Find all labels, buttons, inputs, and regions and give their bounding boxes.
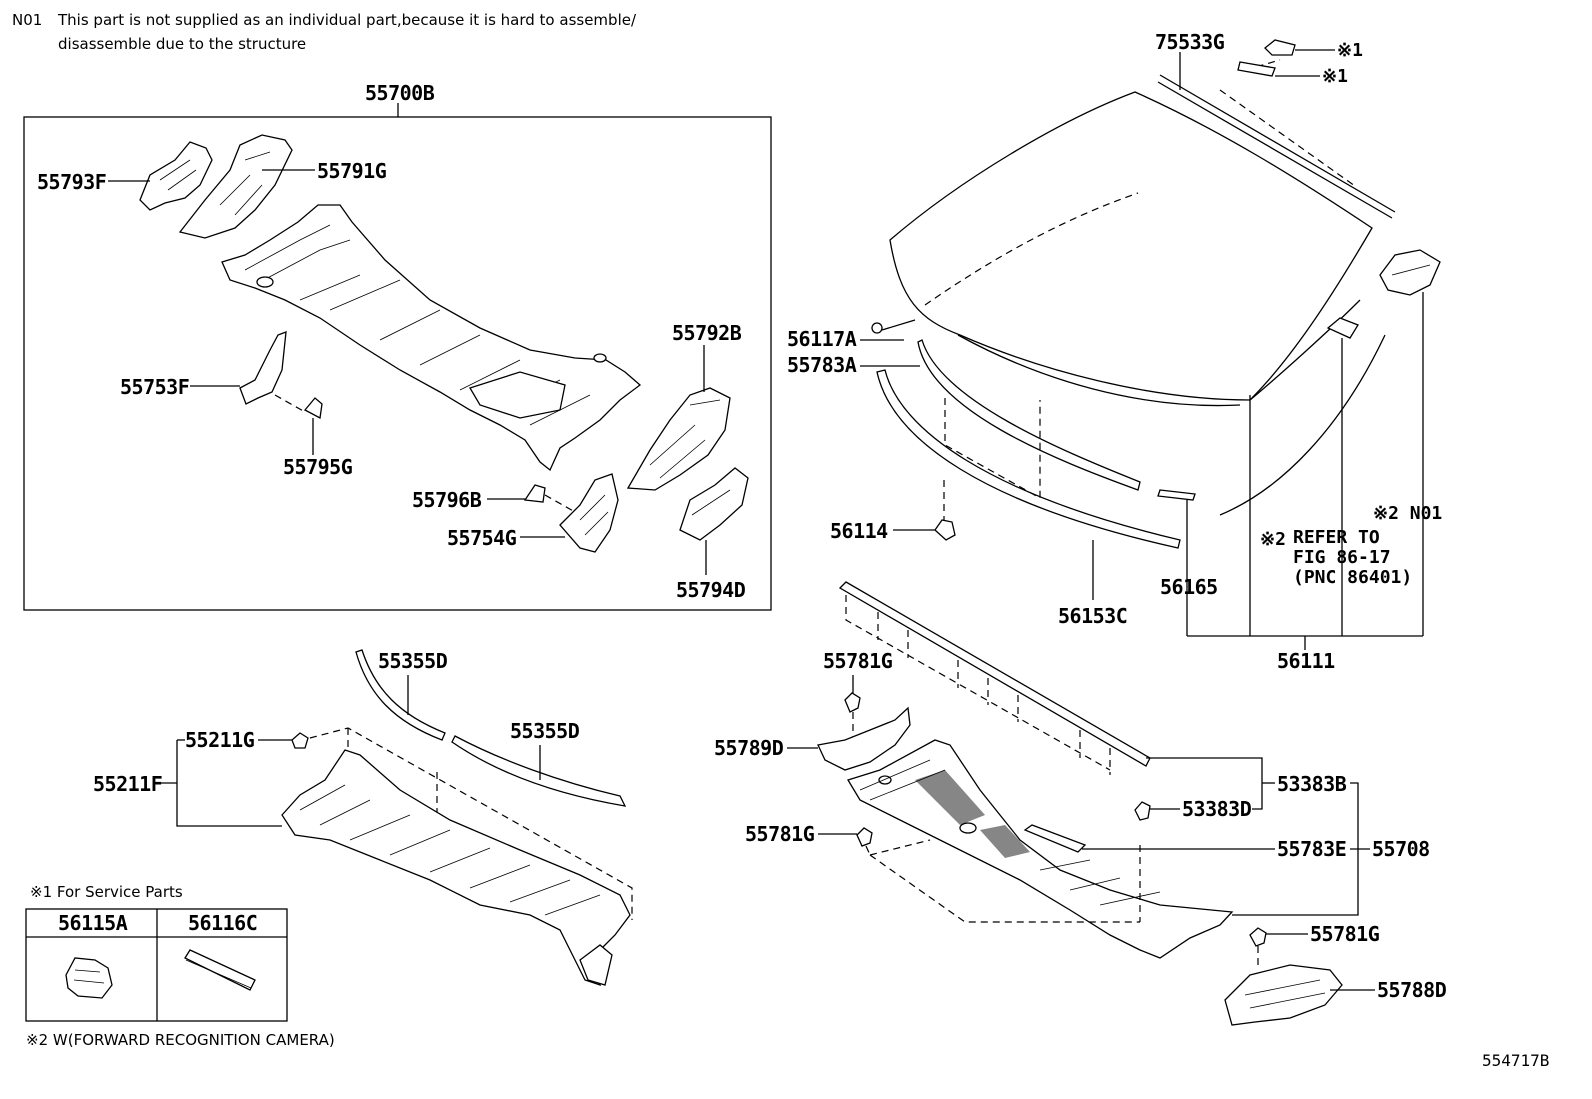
label-55781G-a: 55781G [823, 649, 893, 673]
label-55211G: 55211G [185, 728, 255, 752]
part-56116C [184, 949, 256, 991]
part-55355D-upper [355, 649, 446, 741]
label-55355D-a: 55355D [378, 649, 448, 673]
label-56111: 56111 [1277, 649, 1335, 673]
label-55781G-c: 55781G [1310, 922, 1380, 946]
label-55793F: 55793F [37, 170, 106, 194]
label-55781G-b: 55781G [745, 822, 815, 846]
mark-1a: ※1 [1337, 40, 1363, 61]
label-55700B: 55700B [365, 81, 435, 105]
table-header-56116C: 56116C [188, 911, 257, 935]
label-55789D: 55789D [714, 736, 784, 760]
label-55783A: 55783A [787, 353, 857, 377]
refer-mark: ※2 [1260, 529, 1286, 550]
label-55792B: 55792B [672, 321, 742, 345]
part-56115A [65, 957, 113, 999]
part-55781G-b [856, 827, 873, 847]
part-55796B [523, 484, 546, 503]
part-55754G [559, 473, 619, 553]
label-55788D: 55788D [1377, 978, 1447, 1002]
n01-note-line1: This part is not supplied as an individu… [58, 11, 637, 29]
part-55781G-c [1249, 927, 1267, 947]
part-56165 [1157, 489, 1196, 501]
part-55794D [679, 467, 749, 541]
part-camera-bracket [1379, 249, 1441, 296]
label-55708: 55708 [1372, 837, 1430, 861]
label-55791G: 55791G [317, 159, 387, 183]
cowl-top-group: 55355D 55355D 55211G 55211F [93, 649, 633, 987]
part-56117A [871, 322, 883, 334]
part-53383D [1134, 801, 1151, 821]
service-parts-note: ※1 For Service Parts [30, 883, 183, 901]
part-mirror-base [1326, 317, 1359, 339]
label-56117A: 56117A [787, 327, 857, 351]
label-56153C: 56153C [1058, 604, 1127, 628]
cowl-assembly-group: 55700B 55793F 55791G 55753F 55795G 55792… [23, 81, 772, 611]
part-55791G [178, 134, 293, 239]
refer-line1: REFER TO [1293, 527, 1380, 548]
refer-line2: FIG 86-17 [1293, 547, 1391, 568]
figure-code: 554717B [1482, 1051, 1549, 1070]
part-55781G-a [844, 692, 861, 713]
label-56165: 56165 [1160, 575, 1218, 599]
part-56153C [876, 369, 1181, 549]
n01-code: N01 [12, 11, 43, 29]
label-55783E: 55783E [1277, 837, 1346, 861]
part-55783E [1023, 824, 1087, 853]
mark-n01: ※2 N01 [1373, 503, 1442, 524]
part-56114 [934, 519, 956, 541]
mark-1b: ※1 [1322, 66, 1348, 87]
part-55788D [1224, 964, 1343, 1026]
part-56116C-icon [1237, 61, 1276, 77]
refer-line3: (PNC 86401) [1293, 567, 1412, 588]
label-55753F: 55753F [120, 375, 189, 399]
part-55753F [239, 331, 287, 405]
label-75533G: 75533G [1155, 30, 1225, 54]
part-windshield-glass [889, 91, 1373, 401]
label-55795G: 55795G [283, 455, 353, 479]
label-53383B: 53383B [1277, 772, 1347, 796]
label-53383D: 53383D [1182, 797, 1252, 821]
part-55795G [303, 397, 323, 420]
part-55793F [139, 141, 213, 211]
camera-note: ※2 W(FORWARD RECOGNITION CAMERA) [26, 1031, 335, 1049]
table-header-56115A: 56115A [58, 911, 128, 935]
n01-note-line2: disassemble due to the structure [58, 35, 307, 53]
service-parts-table: 56115A 56116C [25, 908, 288, 1022]
label-55794D: 55794D [676, 578, 746, 602]
label-55796B: 55796B [412, 488, 482, 512]
part-55783A [917, 339, 1141, 491]
label-55355D-b: 55355D [510, 719, 580, 743]
cowl-louver-group: 55781G 55789D 55781G 53383D 55783E 5338 [714, 581, 1447, 1026]
label-55211F: 55211F [93, 772, 162, 796]
label-55754G: 55754G [447, 526, 517, 550]
part-56115A-icon [1264, 39, 1296, 56]
part-55355D-lower [451, 735, 627, 807]
part-55211G [291, 732, 309, 749]
part-55789D [817, 706, 911, 771]
windshield-group: 75533G ※1 ※1 ※2 N01 56117A 55783A 56153C [787, 30, 1442, 673]
label-56114: 56114 [830, 519, 888, 543]
